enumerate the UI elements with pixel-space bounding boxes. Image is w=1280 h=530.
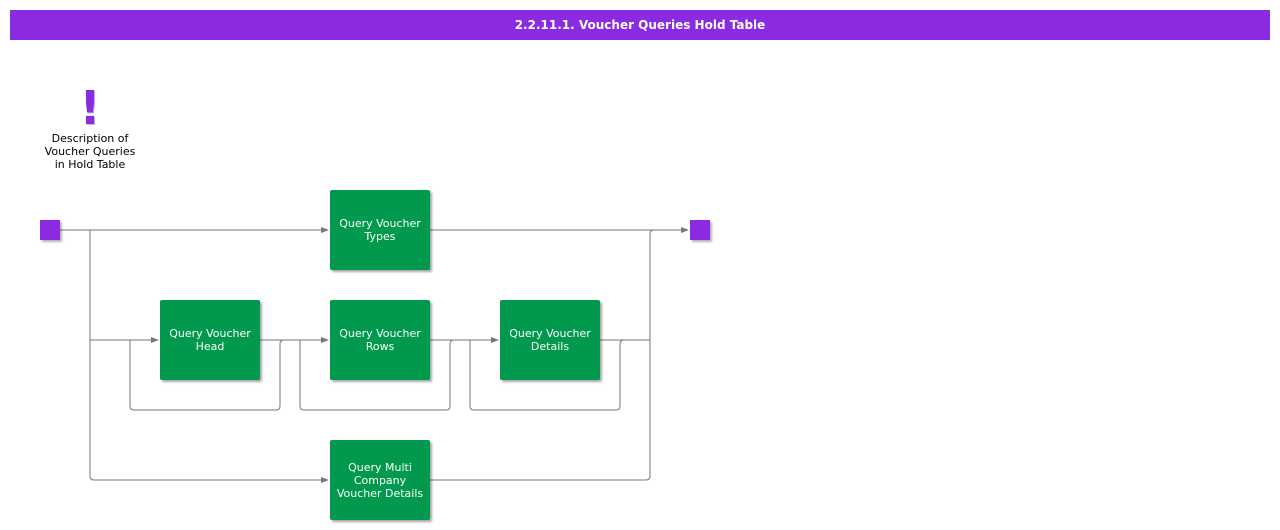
node-query-voucher-head[interactable]: Query Voucher Head xyxy=(160,300,260,380)
loop-details xyxy=(469,339,625,411)
start-node xyxy=(40,220,60,240)
loop-rows xyxy=(299,339,455,411)
description-note: ! Description of Voucher Queries in Hold… xyxy=(30,84,150,171)
node-query-voucher-rows[interactable]: Query Voucher Rows xyxy=(330,300,430,380)
edge-branch-trunk xyxy=(89,230,329,483)
end-node xyxy=(690,220,710,240)
node-query-voucher-types[interactable]: Query Voucher Types xyxy=(330,190,430,270)
exclamation-icon: ! xyxy=(79,81,101,135)
loop-head xyxy=(129,339,285,411)
node-query-voucher-details[interactable]: Query Voucher Details xyxy=(500,300,600,380)
node-query-multi-company-voucher-details[interactable]: Query Multi Company Voucher Details xyxy=(330,440,430,520)
diagram-title-bar: 2.2.11.1. Voucher Queries Hold Table xyxy=(10,10,1270,40)
edge-multi-to-merge xyxy=(430,229,655,481)
diagram-title: 2.2.11.1. Voucher Queries Hold Table xyxy=(514,18,766,32)
description-text: Description of Voucher Queries in Hold T… xyxy=(44,132,136,171)
